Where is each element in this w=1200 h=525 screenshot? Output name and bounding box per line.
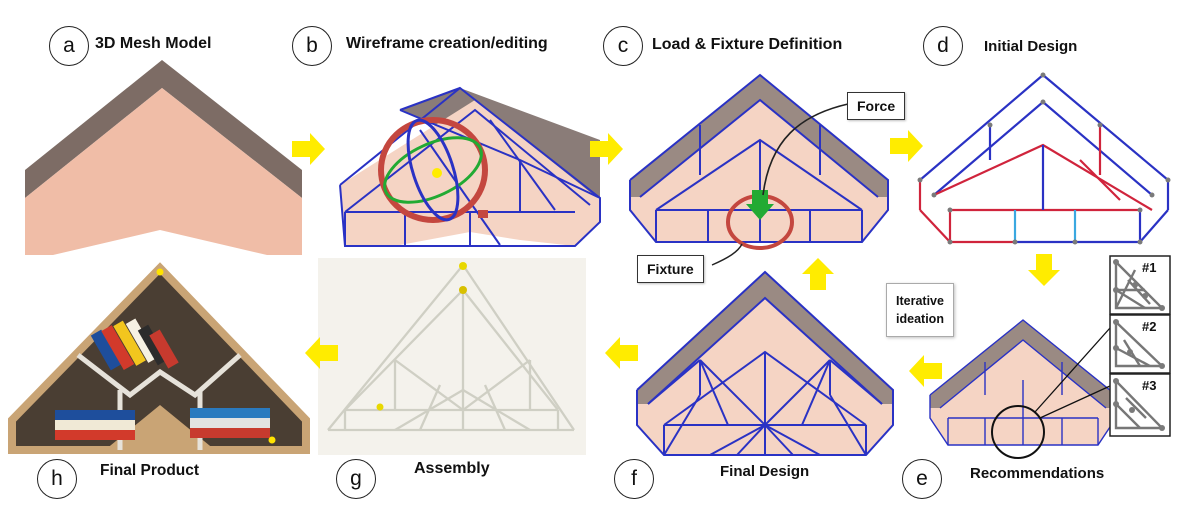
rotation-gizmo (378, 117, 488, 223)
iterative-ideation-line2: ideation (896, 312, 944, 326)
gizmo-handle (478, 210, 488, 218)
initial-design-model (917, 72, 1171, 245)
mesh-side-face (25, 60, 302, 198)
shelf-c-side-left (630, 75, 760, 197)
step-e-title: Recommendations (970, 465, 1105, 482)
recommendation-3-label: #3 (1142, 378, 1157, 393)
mesh-front-face (25, 88, 302, 255)
zoom-circle (991, 405, 1045, 459)
step-c-title: Load & Fixture Definition (652, 36, 843, 53)
initial-design-nodes (917, 72, 1171, 245)
step-b-letter: b (292, 26, 332, 66)
arrow-f-to-g (605, 337, 638, 369)
shelf-e-edges (929, 319, 1117, 446)
recommendation-model (929, 255, 1171, 459)
step-f-title: Final Design (720, 463, 810, 480)
iterative-ideation-box: Iterative ideation (886, 283, 954, 337)
arrow-c-to-d (890, 130, 923, 162)
step-d-letter: d (923, 26, 963, 66)
step-d-title: Initial Design (984, 38, 1078, 55)
final-product-photo (7, 262, 310, 454)
shelf-f-side-right (765, 272, 893, 404)
gizmo-ring-red (378, 117, 488, 223)
arrow-f-to-c (802, 258, 834, 290)
iterative-ideation-line1: Iterative (896, 294, 944, 308)
step-g-letter: g (336, 459, 376, 499)
shelf-c-side-right (760, 75, 888, 197)
wireframe-edges (339, 86, 601, 247)
step-e-letter: e (902, 459, 942, 499)
wireframe-model (339, 86, 601, 247)
gizmo-ring-green (383, 136, 483, 204)
step-a-letter: a (49, 26, 89, 66)
fixture-callout: Fixture (637, 255, 704, 283)
step-h-letter: h (37, 459, 77, 499)
recommendation-1-label: #1 (1142, 260, 1157, 275)
fixture-leader (711, 243, 743, 266)
step-g-title: Assembly (414, 460, 490, 477)
gizmo-center (432, 168, 442, 178)
books-top (90, 318, 179, 371)
recommendation-2-label: #2 (1142, 319, 1157, 334)
zoom-leader-2 (1039, 385, 1111, 419)
zoom-leader-1 (1034, 327, 1111, 413)
shelf-e-side-right (1023, 320, 1116, 408)
arrow-d-to-e (1028, 254, 1060, 286)
step-a-title: 3D Mesh Model (95, 35, 212, 52)
force-arrow (746, 190, 774, 220)
force-leader (762, 103, 849, 196)
gizmo-ring-blue (406, 118, 460, 222)
step-b-title: Wireframe creation/editing (346, 35, 548, 52)
arrow-b-to-c (590, 133, 623, 165)
books-bottom (55, 408, 270, 440)
final-design-model (636, 270, 894, 456)
shelf-wood-frame (7, 262, 310, 454)
arrow-g-to-h (305, 337, 338, 369)
shelf-f-edges (636, 270, 894, 456)
shelf-f-side-left (637, 272, 765, 404)
assembly-photo-background (318, 258, 586, 455)
flow-arrows (292, 130, 1060, 387)
recommendation-panel (1109, 255, 1171, 437)
step-h-title: Final Product (100, 462, 200, 479)
arrow-a-to-b (292, 133, 325, 165)
force-callout: Force (847, 92, 906, 120)
load-fixture-model (629, 73, 889, 266)
step-f-letter: f (614, 459, 654, 499)
mesh-model (25, 60, 302, 255)
step-c-letter: c (603, 26, 643, 66)
shelf-e-side-left (930, 320, 1023, 408)
arrow-e-to-f (909, 355, 942, 387)
assembly-photo (318, 258, 586, 455)
